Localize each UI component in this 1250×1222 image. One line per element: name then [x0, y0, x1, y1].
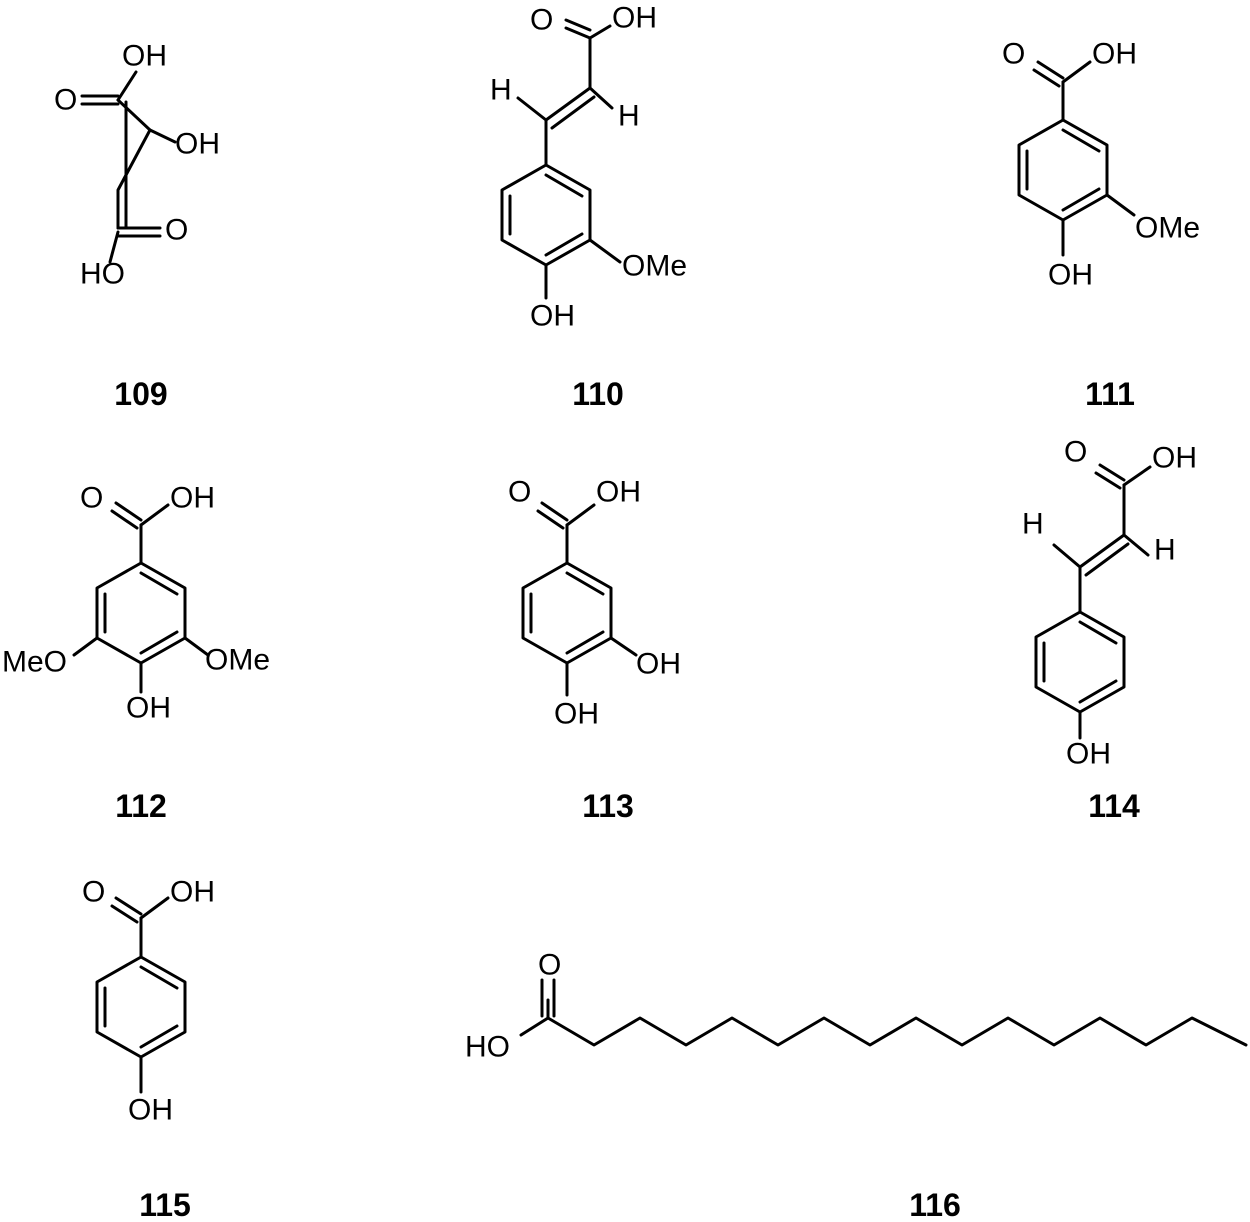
- atom-label: MeO: [2, 646, 67, 679]
- atom-label: H: [490, 74, 512, 107]
- atom-label: OMe: [622, 250, 687, 283]
- atom-label: OH: [1066, 738, 1111, 771]
- atom-label: H: [1022, 508, 1044, 541]
- atom-label: OH: [636, 648, 681, 681]
- atom-label: HO: [80, 258, 125, 291]
- atom-label: OH: [128, 1094, 173, 1127]
- atom-label: OH: [170, 876, 215, 909]
- atom-label: O: [165, 214, 188, 247]
- compound-number: 110: [572, 376, 624, 412]
- atom-label: HO: [465, 1031, 510, 1064]
- compound-number: 113: [582, 788, 634, 824]
- atom-label: OH: [554, 698, 599, 731]
- atom-label: OH: [596, 476, 641, 509]
- atom-label: OH: [1092, 38, 1137, 71]
- compound-number: 112: [115, 788, 167, 824]
- atom-label: OH: [1048, 259, 1093, 292]
- structure-115: O OH OH: [82, 876, 215, 1127]
- atom-label: OH: [170, 482, 215, 515]
- compound-number: 115: [139, 1187, 191, 1222]
- structure-109: OH O OH O HO: [54, 40, 220, 291]
- atom-label: H: [618, 100, 640, 133]
- atom-label: OMe: [205, 644, 270, 677]
- atom-label: O: [1002, 38, 1025, 71]
- compound-number: 116: [909, 1187, 961, 1222]
- atom-label: OH: [175, 128, 220, 161]
- atom-label: O: [530, 4, 553, 37]
- atom-label: O: [82, 876, 105, 909]
- structure-110: O OH H H OMe OH: [490, 2, 687, 333]
- atom-label: OMe: [1135, 212, 1200, 245]
- structure-111: O OH OMe OH: [1002, 38, 1200, 292]
- compound-number: 114: [1088, 788, 1140, 824]
- atom-label: OH: [612, 2, 657, 35]
- structure-114: O OH H H OH: [1022, 436, 1197, 771]
- structure-113: O OH OH OH: [508, 476, 681, 731]
- atom-label: O: [508, 476, 531, 509]
- atom-label: O: [538, 949, 561, 982]
- atom-label: O: [54, 84, 77, 117]
- compound-number: 109: [114, 376, 167, 412]
- atom-label: O: [1064, 436, 1087, 469]
- atom-label: OH: [530, 300, 575, 333]
- structure-112: O OH MeO OMe OH: [2, 482, 270, 725]
- atom-label: OH: [126, 692, 171, 725]
- structure-116: O HO: [465, 949, 1248, 1064]
- atom-label: H: [1154, 534, 1176, 567]
- atom-label: OH: [122, 40, 167, 73]
- atom-label: OH: [1152, 442, 1197, 475]
- compound-number: 111: [1085, 376, 1135, 412]
- atom-label: O: [80, 482, 103, 515]
